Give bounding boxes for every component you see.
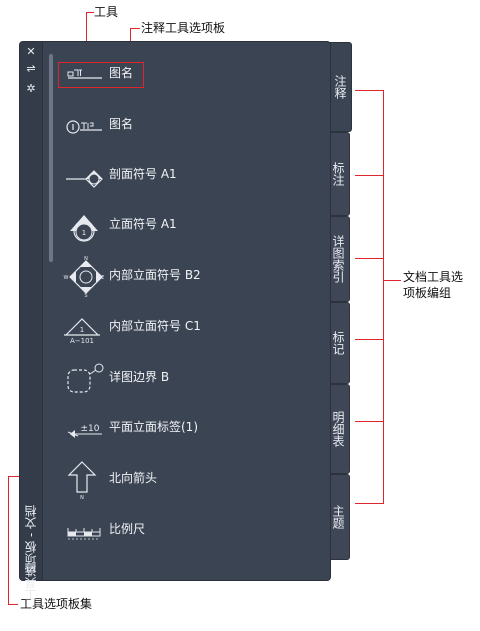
tab-schedule[interactable]: 明细表 xyxy=(327,384,350,474)
palette-titlebar[interactable]: ✕ ⇌ ✲ 工具选项板 - 文档 ▤ xyxy=(20,42,43,601)
tool-label: 立面符号 A1 xyxy=(109,217,177,231)
callout-annotation-line-v xyxy=(130,28,131,42)
palette-title: 工具选项板 - 文档 xyxy=(24,505,38,601)
plan-elevation-label-icon: ±10 xyxy=(67,424,102,438)
svg-text:E: E xyxy=(101,275,104,281)
tab-callout[interactable]: 详图索引 xyxy=(327,216,350,302)
callout-group-tick-5 xyxy=(355,421,383,422)
view-title-circle-icon xyxy=(66,120,102,134)
tool-item[interactable]: 1 立面符号 A1 xyxy=(58,203,318,247)
callout-group-tick-2 xyxy=(355,175,383,176)
tab-theme[interactable]: 主题 xyxy=(327,474,350,560)
tab-tag-label: 标记 xyxy=(331,331,345,355)
close-icon[interactable]: ✕ xyxy=(26,45,36,58)
tool-label: 比例尺 xyxy=(109,522,146,536)
tool-item[interactable]: 剖面符号 A1 xyxy=(58,153,318,197)
tool-item[interactable]: ±10 平面立面标签(1) xyxy=(58,406,318,450)
svg-text:S: S xyxy=(84,293,87,298)
tool-label: 图名 xyxy=(109,117,134,131)
tool-item[interactable]: N 北向箭头 xyxy=(58,457,318,501)
callout-group-tick-1 xyxy=(355,90,383,91)
tool-item[interactable]: 详图边界 B xyxy=(58,356,318,400)
elevation-symbol-icon: 1 xyxy=(70,215,98,242)
tool-label: 内部立面符号 C1 xyxy=(109,319,201,333)
svg-text:N: N xyxy=(80,495,84,501)
callout-annotation-line-h xyxy=(130,28,140,29)
callout-group-bracket-v xyxy=(383,90,384,504)
tool-item[interactable]: 1 A−101 内部立面符号 C1 xyxy=(58,305,318,349)
callout-doc-group-label: 文档工具选 项板编组 xyxy=(403,270,464,300)
tool-label: 内部立面符号 B2 xyxy=(109,268,201,282)
tool-label: 北向箭头 xyxy=(109,471,158,485)
tool-item[interactable]: 比例尺 xyxy=(58,508,318,552)
callout-tool-label: 工具 xyxy=(94,5,119,19)
properties-menu-icon[interactable]: ▤ xyxy=(25,561,37,574)
tab-callout-label: 详图索引 xyxy=(331,235,345,283)
tab-dimension-label: 标注 xyxy=(331,162,345,186)
interior-elevation-b2-icon: N W E S xyxy=(64,256,104,298)
svg-text:±10: ±10 xyxy=(81,424,100,434)
tool-label: 平面立面标签(1) xyxy=(109,420,198,434)
svg-text:N: N xyxy=(84,256,88,262)
callout-group-connector xyxy=(383,280,401,281)
tool-palette-window: ✕ ⇌ ✲ 工具选项板 - 文档 ▤ 图名 图名 xyxy=(20,42,330,601)
callout-group-tick-3 xyxy=(355,258,383,259)
detail-boundary-icon xyxy=(67,363,104,393)
selected-tool-highlight xyxy=(58,62,144,88)
svg-text:W: W xyxy=(64,275,69,281)
tab-tag[interactable]: 标记 xyxy=(327,302,350,384)
tool-item[interactable]: 图名 xyxy=(58,52,318,96)
tab-annotation-label: 注释 xyxy=(333,75,347,99)
settings-icon[interactable]: ✲ xyxy=(26,82,36,95)
tab-schedule-label: 明细表 xyxy=(331,411,345,447)
tool-label: 图名 xyxy=(109,66,134,80)
scrollbar-thumb[interactable] xyxy=(49,54,53,262)
callout-group-tick-4 xyxy=(355,339,383,340)
scale-bar-icon xyxy=(67,528,101,540)
tab-theme-label: 主题 xyxy=(331,505,345,529)
callout-annotation-palette-label: 注释工具选项板 xyxy=(141,21,226,35)
north-arrow-icon: N xyxy=(67,461,97,501)
tool-label: 剖面符号 A1 xyxy=(109,167,177,181)
tool-label: 详图边界 B xyxy=(109,370,170,384)
callout-tool-line-v xyxy=(86,12,87,62)
callout-set-line-bottom xyxy=(8,604,18,605)
callout-set-line-top xyxy=(8,476,20,477)
interior-elevation-c1-icon: 1 A−101 xyxy=(64,318,100,345)
tab-dimension[interactable]: 标注 xyxy=(327,132,350,216)
callout-set-line-v xyxy=(8,476,9,604)
tool-list: 图名 图名 剖面符号 A1 xyxy=(58,42,328,580)
svg-text:1: 1 xyxy=(82,229,86,237)
view-title-icon xyxy=(67,69,102,79)
section-symbol-icon xyxy=(66,170,103,188)
svg-text:A−101: A−101 xyxy=(70,337,94,345)
callout-group-tick-6 xyxy=(355,503,383,504)
callout-palette-set-label: 工具选项板集 xyxy=(20,597,93,611)
callout-tool-line-h xyxy=(86,12,94,13)
tool-item[interactable]: N W E S 内部立面符号 B2 xyxy=(58,254,318,298)
tool-item[interactable]: 图名 xyxy=(58,103,318,147)
svg-text:1: 1 xyxy=(80,326,84,334)
autohide-icon[interactable]: ⇌ xyxy=(26,62,36,75)
tab-annotation[interactable]: 注释 xyxy=(329,42,352,132)
